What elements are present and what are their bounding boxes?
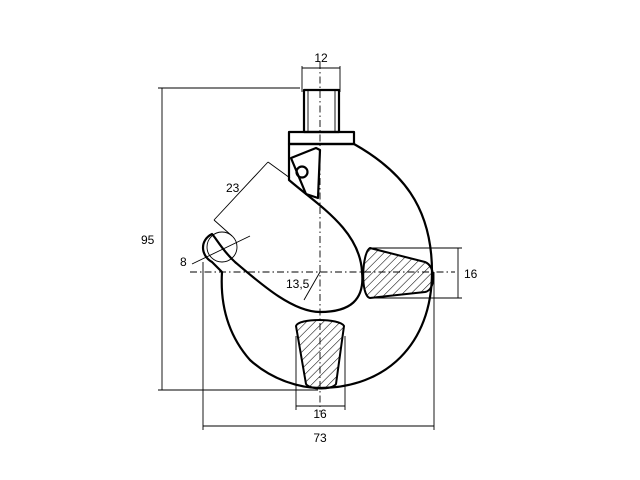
dim-label-bottom-section: 16 [313, 407, 327, 421]
dim-label-side-section: 16 [464, 267, 478, 281]
tip-circle [206, 231, 238, 263]
dim-total-width: 73 [202, 262, 435, 445]
bottom-cross-section [294, 319, 346, 390]
dim-label-tip-length: 23 [226, 181, 240, 195]
dim-label-tip-diameter: 8 [180, 255, 187, 269]
dim-tip-length: 23 [213, 161, 291, 237]
dim-shank-width: 12 [301, 51, 341, 92]
dim-label-total-height: 95 [141, 233, 155, 247]
dim-label-total-width: 73 [313, 431, 327, 445]
dim-total-height: 95 [141, 87, 318, 391]
safety-latch [289, 146, 322, 200]
threaded-shank [287, 88, 356, 146]
hook-body [201, 142, 434, 390]
dim-label-throat-radius: 13,5 [286, 277, 310, 291]
dim-bottom-section: 16 [295, 336, 346, 421]
dim-tip-diameter: 8 [180, 235, 251, 269]
dim-side-section: 16 [372, 247, 478, 299]
dim-throat-radius: 13,5 [286, 271, 321, 301]
side-cross-section [362, 246, 435, 300]
dim-label-shank-width: 12 [314, 51, 328, 65]
